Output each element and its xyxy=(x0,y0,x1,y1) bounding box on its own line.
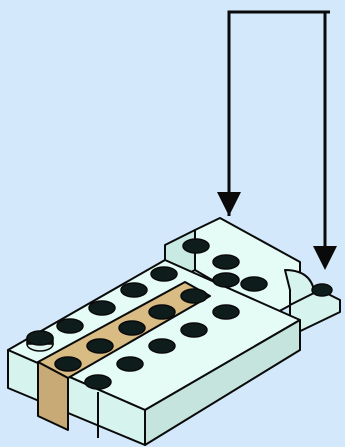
base-plate-right-face xyxy=(144,319,301,446)
front-seams xyxy=(37,362,99,438)
arrowheads xyxy=(217,192,337,270)
stud-row-back xyxy=(84,276,268,390)
arrow-to-rear-stud-left xyxy=(227,10,330,216)
stud-row-rear-extra xyxy=(212,272,333,297)
down-arrow-icon xyxy=(217,192,241,216)
callout-arrows xyxy=(227,10,330,262)
stud-row-tan xyxy=(54,254,240,372)
studs xyxy=(26,238,333,390)
base-plate xyxy=(7,259,301,446)
stud-row-front xyxy=(26,238,210,352)
down-arrow-icon xyxy=(313,246,337,270)
